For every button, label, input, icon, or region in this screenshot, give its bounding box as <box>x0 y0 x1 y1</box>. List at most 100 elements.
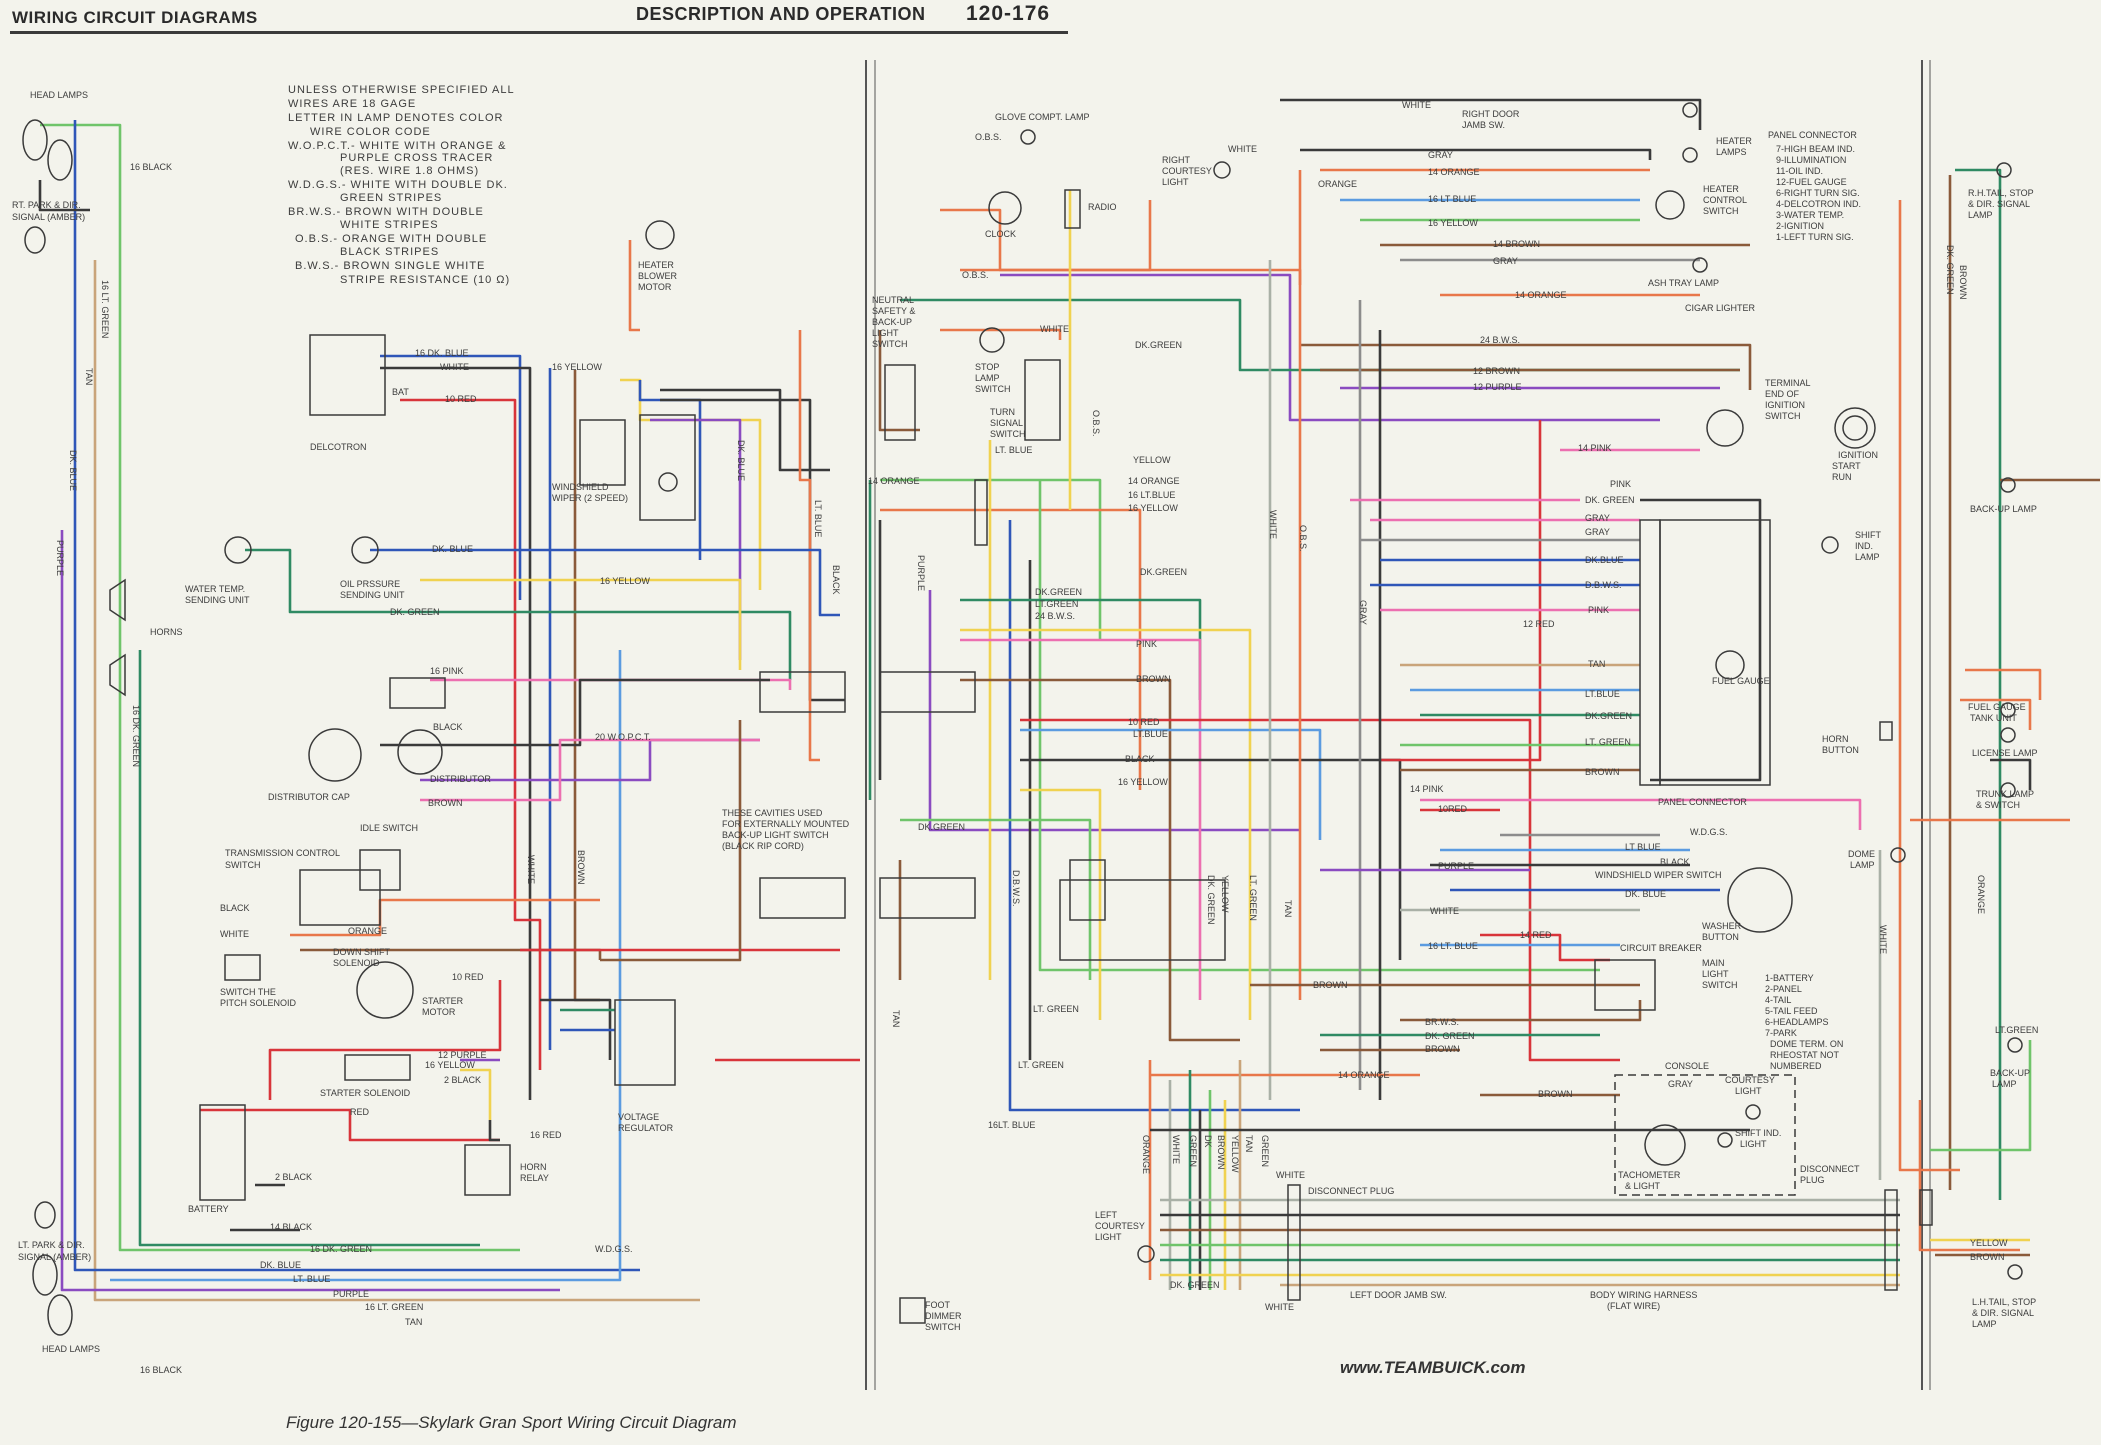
lt-park-label: SIGNAL (AMBER) <box>18 1252 91 1262</box>
turn-switch-icon <box>1024 359 1061 441</box>
foot-dimmer-label: DIMMER <box>925 1311 962 1321</box>
right-door-label: RIGHT DOOR <box>1462 109 1520 119</box>
circuit-breaker-label: CIRCUIT BREAKER <box>1620 943 1702 953</box>
wire-label: 10 RED <box>1128 717 1160 727</box>
wire-label: D.B.W.S. <box>1011 870 1021 907</box>
wire-label: DK. BLUE <box>432 544 473 554</box>
wire-label: DK.BLUE <box>1585 555 1624 565</box>
wires <box>38 98 2100 1302</box>
starter-motor-label: STARTER <box>422 996 464 1006</box>
trans-control-label: SWITCH <box>225 860 261 870</box>
turn-signal-label: TURN <box>990 407 1015 417</box>
trunk-lamp-icon <box>2000 782 2016 798</box>
panel-connector-label: PANEL CONNECTOR <box>1658 797 1747 807</box>
body-harness-label: BODY WIRING HARNESS <box>1590 1290 1697 1300</box>
wire-label: BROWN <box>1970 1252 2005 1262</box>
wire-label: 16 LT. GREEN <box>100 280 110 338</box>
horn-relay-icon <box>464 1144 511 1196</box>
left-courtesy-label: LIGHT <box>1095 1232 1122 1242</box>
wire-label: 24 B.W.S. <box>1480 335 1520 345</box>
wire-label: WHITE <box>1430 906 1459 916</box>
main-light-legend-item: 6-HEADLAMPS <box>1765 1017 1829 1027</box>
component-symbols <box>22 102 2023 1336</box>
cavities-note: FOR EXTERNALLY MOUNTED <box>722 819 850 829</box>
neutral-switch-label: SWITCH <box>872 339 908 349</box>
right-courtesy-label: RIGHT <box>1162 155 1191 165</box>
heater-blower-label: BLOWER <box>638 271 678 281</box>
wiper-label: WINDSHIELD <box>552 482 609 492</box>
tachometer-label: TACHOMETER <box>1618 1170 1681 1180</box>
stop-switch-icon <box>979 327 1005 353</box>
trunk-lamp-label: & SWITCH <box>1976 800 2020 810</box>
wire-label: 16 BLACK <box>130 162 172 172</box>
switch-pitch-label: PITCH SOLENOID <box>220 998 297 1008</box>
wire-label: 16 DK. GREEN <box>310 1244 372 1254</box>
wire-label: LT. BLUE <box>293 1274 330 1284</box>
panel-legend-item: 12-FUEL GAUGE <box>1776 177 1847 187</box>
wire-label: BLACK <box>433 722 463 732</box>
wire-label: 24 B.W.S. <box>1035 611 1075 621</box>
wire-label: 16 YELLOW <box>1128 503 1178 513</box>
cavities-note: THESE CAVITIES USED <box>722 808 823 818</box>
wire-dkgreen-left <box>138 650 480 1247</box>
license-lamp-label: LICENSE LAMP <box>1972 748 2038 758</box>
main-light-label: LIGHT <box>1702 969 1729 979</box>
head-lamps-label: HEAD LAMPS <box>30 90 88 100</box>
wire-label: 10RED <box>1438 804 1468 814</box>
wire-label: PINK <box>1610 479 1631 489</box>
rh-tail-label: & DIR. SIGNAL <box>1968 199 2030 209</box>
ignition-switch-label: IGNITION <box>1838 450 1878 460</box>
connector-block-icon <box>879 877 976 919</box>
body-harness-label: (FLAT WIRE) <box>1607 1301 1660 1311</box>
head-lamp-icon <box>32 1254 58 1296</box>
panel-legend-item: 2-IGNITION <box>1776 221 1824 231</box>
wire-label: PURPLE <box>1438 861 1474 871</box>
head-lamp-icon <box>22 119 48 161</box>
wire-ltgreen-left <box>40 123 520 1252</box>
figure-caption: Figure 120-155—Skylark Gran Sport Wiring… <box>286 1413 737 1432</box>
panel-legend-item: 6-RIGHT TURN SIG. <box>1776 188 1860 198</box>
wire-label: 14 BLACK <box>270 1222 312 1232</box>
wire-label: BROWN <box>1585 767 1620 777</box>
shift-ind-label: SHIFT <box>1855 530 1882 540</box>
wire-label: WHITE <box>1402 100 1431 110</box>
wire-label: ORANGE <box>348 926 387 936</box>
head-lamps-label: HEAD LAMPS <box>42 1344 100 1354</box>
wire-label: 14 RED <box>1520 930 1552 940</box>
note-line: (RES. WIRE 1.8 OHMS) <box>340 165 479 177</box>
panel-connector-icon <box>1639 519 1661 786</box>
wire-label: DK. GREEN <box>390 607 440 617</box>
distributor-cap-icon <box>308 728 362 782</box>
left-door-label: LEFT DOOR JAMB SW. <box>1350 1290 1447 1300</box>
wire-label: BROWN <box>576 850 586 885</box>
note-line: WIRES ARE 18 GAGE <box>288 98 416 110</box>
right-courtesy-label: LIGHT <box>1162 177 1189 187</box>
main-light-legend-item: 1-BATTERY <box>1765 973 1814 983</box>
starter-solenoid-label: STARTER SOLENOID <box>320 1088 411 1098</box>
wire-label: 16 DK. GREEN <box>131 705 141 767</box>
courtesy-light-label: LIGHT <box>1735 1086 1762 1096</box>
heater-lamp-icon <box>1682 147 1698 163</box>
wire-label: DK.GREEN <box>1135 340 1182 350</box>
wire-label: WHITE <box>220 929 249 939</box>
water-temp-label: WATER TEMP. <box>185 584 245 594</box>
wire-label: BLACK <box>220 903 250 913</box>
shift-ind-light-label: LIGHT <box>1740 1139 1767 1149</box>
temp-sender-icon <box>224 536 252 564</box>
voltage-regulator-label: VOLTAGE <box>618 1112 659 1122</box>
horns-label: HORNS <box>150 627 183 637</box>
trans-control-label: TRANSMISSION CONTROL <box>225 848 340 858</box>
wire-label: DK.GREEN <box>1140 567 1187 577</box>
wire-label: 16 LT. BLUE <box>1428 941 1478 951</box>
horn-relay-label: HORN <box>520 1162 547 1172</box>
heater-control-label: SWITCH <box>1703 206 1739 216</box>
stop-lamp-label: SWITCH <box>975 384 1011 394</box>
header-page-number: 120-176 <box>966 2 1051 25</box>
wire-label: LT. GREEN <box>1018 1060 1064 1070</box>
wire-label: GRAY <box>1585 527 1610 537</box>
back-up-lamp-icon <box>2007 1037 2023 1053</box>
left-courtesy-label: LEFT <box>1095 1210 1118 1220</box>
idle-switch-label: IDLE SWITCH <box>360 823 418 833</box>
rt-park-label: RT. PARK & DIR. <box>12 200 81 210</box>
